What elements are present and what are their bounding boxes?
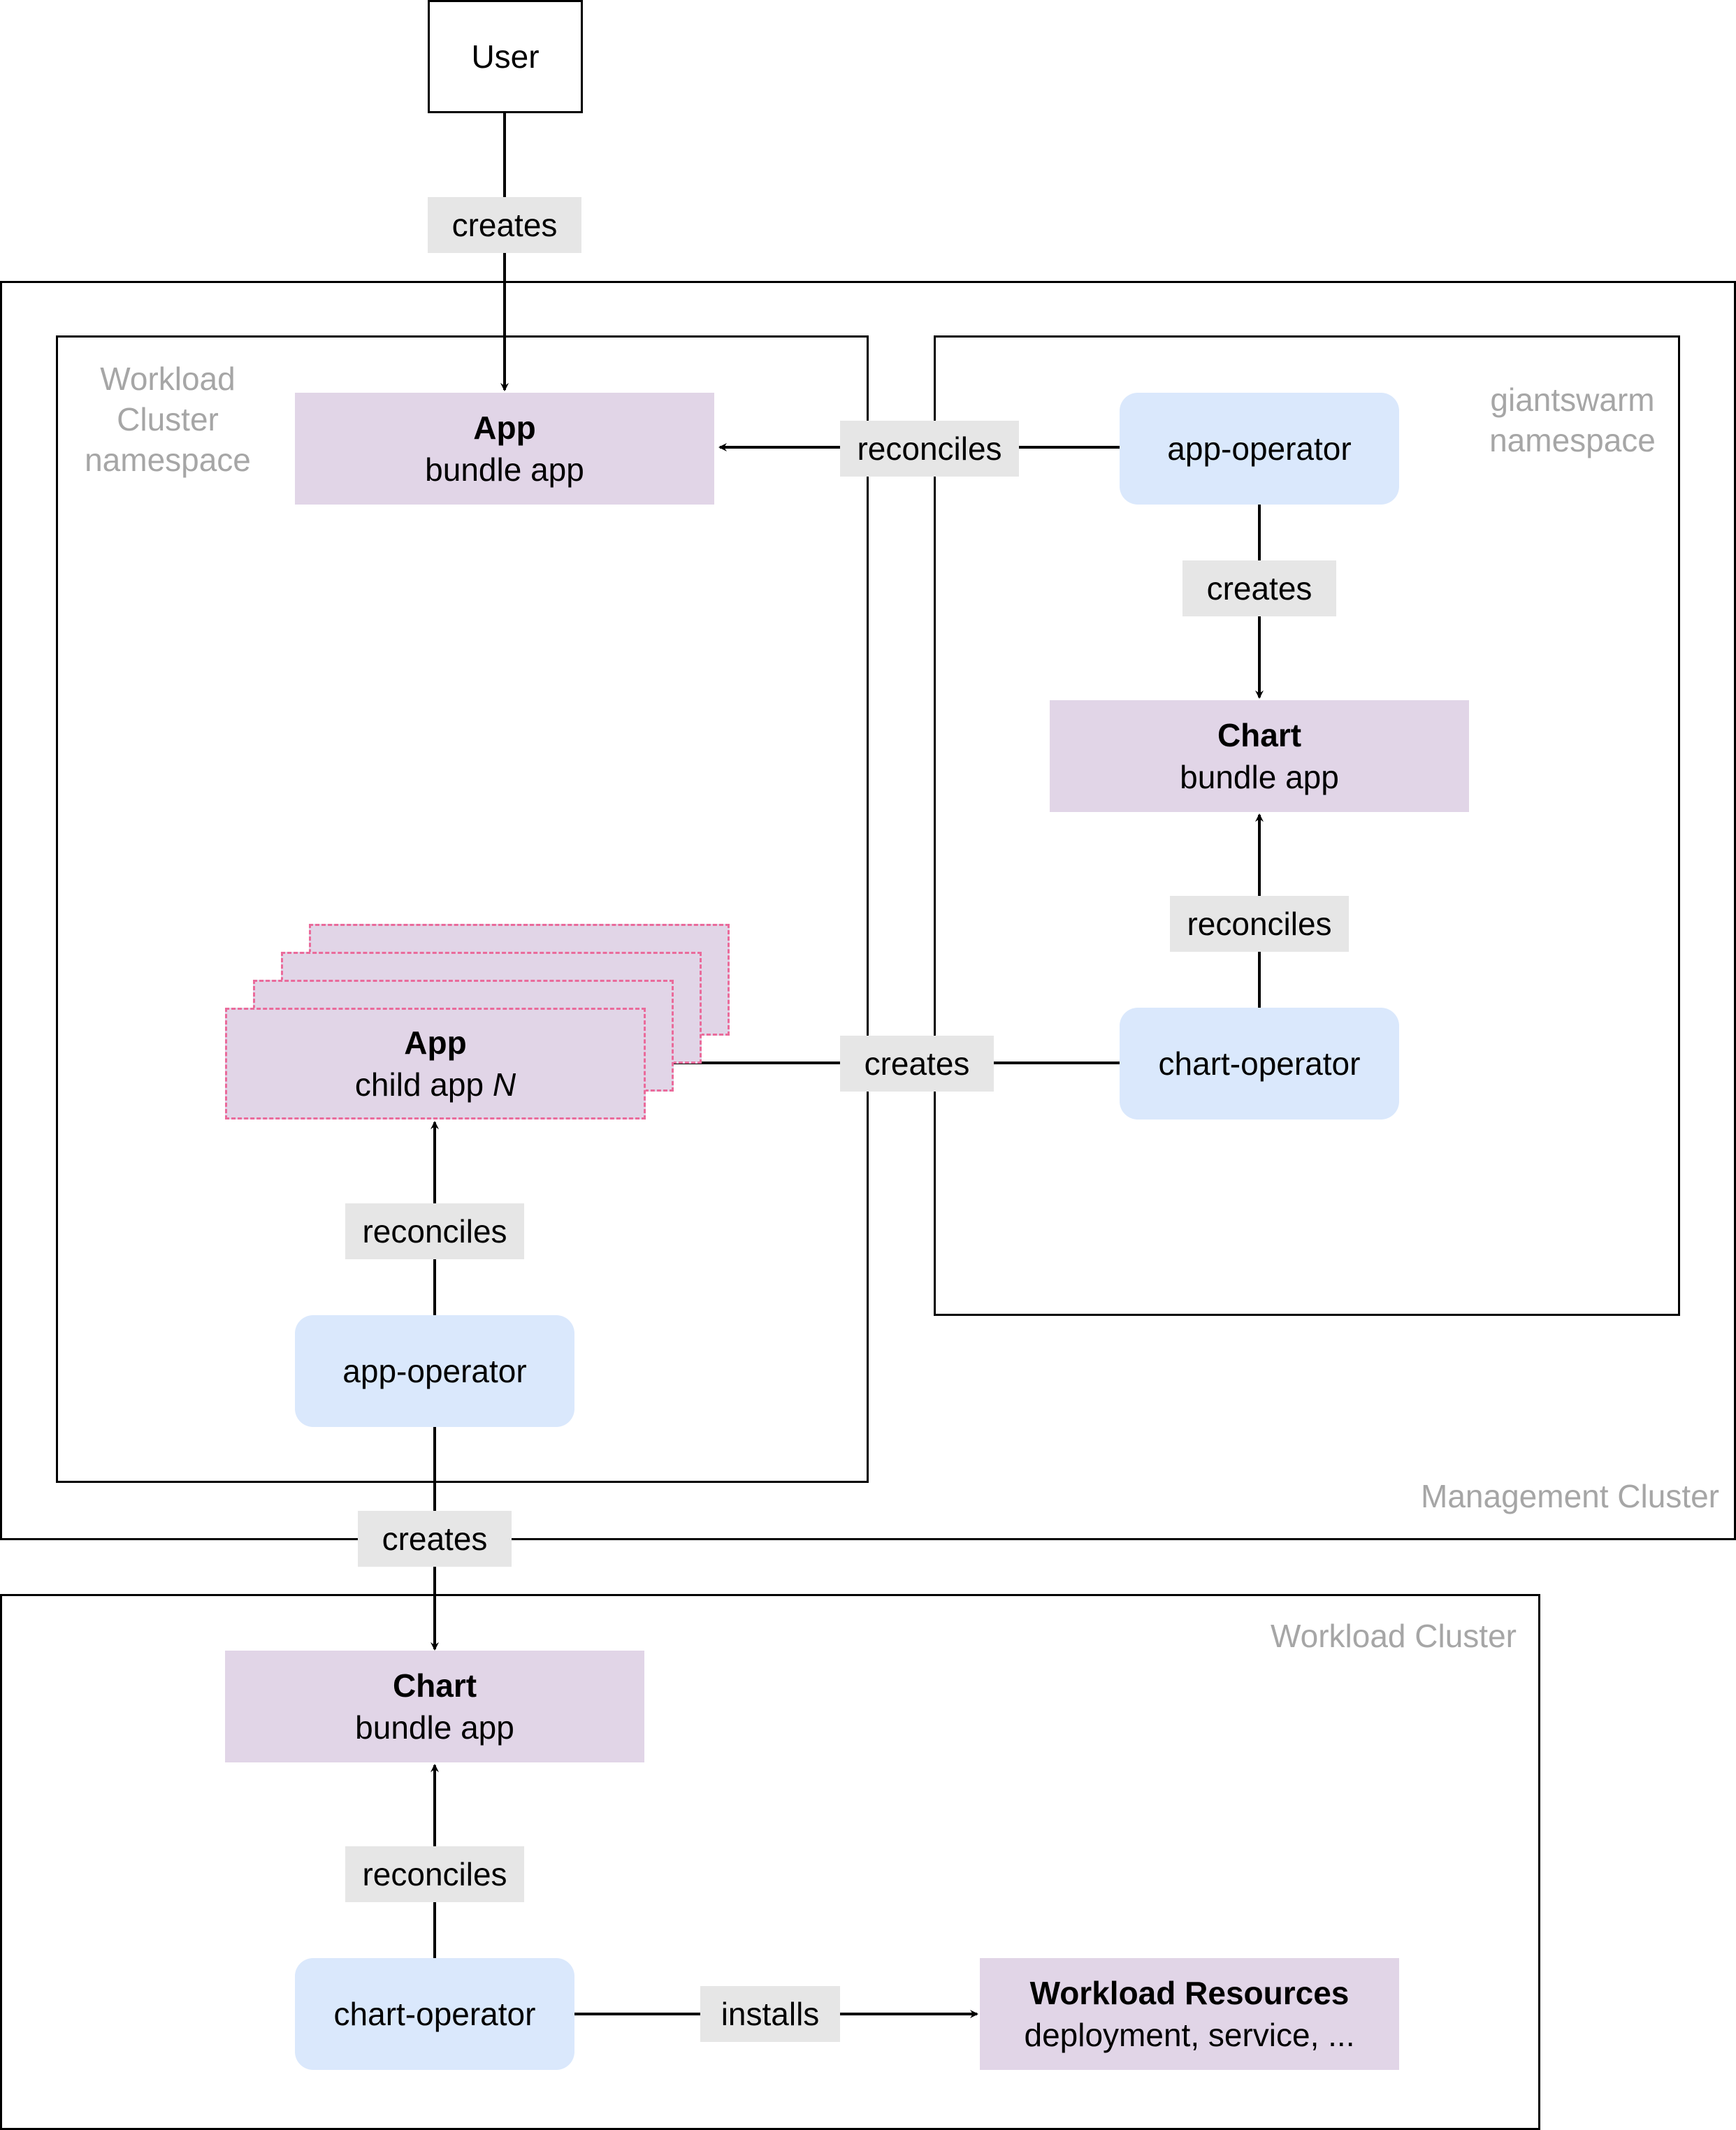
child-app-subtitle: child app N [354,1066,516,1103]
management-cluster-label: Management Cluster [1421,1478,1719,1514]
app-operator-wc-namespace-label: app-operator [342,1353,527,1389]
chart-bundle-wc-subtitle: bundle app [355,1709,514,1746]
workload-resources-title: Workload Resources [1029,1975,1350,2011]
edge-label-appop-reconciles-child: reconciles [345,1203,524,1259]
chart-operator-giantswarm-label: chart-operator [1158,1045,1361,1082]
edge-label-appop-reconciles-bundle: reconciles [840,421,1019,477]
app-bundle-title: App [473,410,536,446]
edge-label-chartop-reconciles-chart: reconciles [1170,896,1349,952]
chart-bundle-mc-title: Chart [1217,717,1302,753]
workload-cluster-label: Workload Cluster [1271,1618,1517,1654]
edge-label-appop-creates-wc-chart: creates [358,1511,512,1567]
edge-label-user-creates: creates [428,197,581,253]
user-node: User [428,0,583,113]
chart-bundle-mc-node: Chart bundle app [1050,700,1469,812]
chart-operator-wc-label: chart-operator [333,1996,536,2032]
child-app-node: App child app N [225,1008,646,1120]
edge-label-appop-creates-chart: creates [1182,560,1336,616]
workload-resources-node: Workload Resources deployment, service, … [980,1958,1399,2070]
user-label: User [471,38,540,75]
chart-operator-wc-node: chart-operator [295,1958,574,2070]
app-operator-wc-namespace-node: app-operator [295,1315,574,1427]
app-operator-giantswarm-node: app-operator [1120,393,1399,505]
app-operator-giantswarm-label: app-operator [1167,430,1352,467]
chart-operator-giantswarm-node: chart-operator [1120,1008,1399,1120]
giantswarm-namespace-label: giantswarm namespace [1489,382,1656,458]
app-bundle-node: App bundle app [295,393,714,505]
giantswarm-namespace-frame [934,335,1680,1316]
edge-label-wc-chartop-installs: installs [700,1986,840,2042]
workload-cluster-frame [0,1594,1540,2130]
workload-resources-subtitle: deployment, service, ... [1024,2017,1355,2053]
edge-label-wc-chartop-reconciles: reconciles [345,1846,524,1902]
workload-cluster-namespace-frame [56,335,869,1483]
chart-bundle-mc-subtitle: bundle app [1180,759,1339,795]
workload-cluster-namespace-label: Workload Cluster namespace [85,361,251,478]
chart-bundle-wc-node: Chart bundle app [225,1651,644,1762]
management-cluster-frame [0,281,1736,1540]
child-app-title: App [404,1024,467,1061]
app-bundle-subtitle: bundle app [425,451,584,488]
edge-label-chartop-creates-child: creates [840,1036,994,1092]
chart-bundle-wc-title: Chart [392,1667,477,1704]
